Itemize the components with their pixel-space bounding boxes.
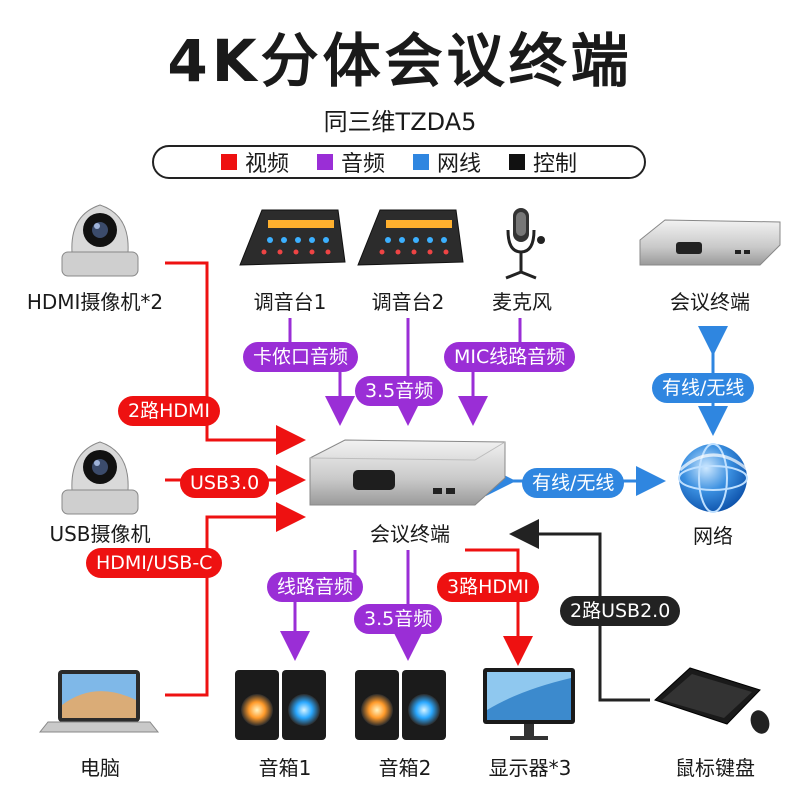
legend: 视频 音频 网线 控制 (152, 145, 646, 179)
mixer1-label: 调音台1 (253, 290, 327, 314)
remote-terminal-label: 会议终端 (670, 290, 750, 314)
link-3-5-audio-bottom: 3.5音频 (354, 604, 443, 634)
network-label: 网络 (693, 524, 733, 548)
legend-swatch-video (220, 154, 237, 170)
mixer2-label: 调音台2 (371, 290, 445, 314)
network-globe-icon (678, 443, 749, 513)
link-cannon-audio: 卡侬口音频 (243, 342, 359, 372)
monitor-label: 显示器*3 (488, 756, 572, 780)
page-title: 4K分体会议终端 (167, 27, 633, 95)
legend-label-video: 视频 (244, 152, 289, 177)
usb-camera-icon (61, 441, 139, 515)
legend-item-network: 网线 (413, 146, 481, 178)
mixer2-icon (357, 209, 464, 266)
legend-swatch-network (413, 154, 429, 170)
speaker1-icon (235, 670, 326, 740)
laptop-label: 电脑 (80, 756, 120, 780)
monitor-icon (483, 668, 575, 740)
link-wired-wireless-top: 有线/无线 (652, 373, 755, 403)
legend-item-video: 视频 (220, 146, 289, 178)
page-subtitle: 同三维TZDA5 (323, 108, 477, 136)
legend-label-control: 控制 (533, 152, 578, 177)
speaker1-label: 音箱1 (258, 756, 312, 780)
legend-swatch-control (509, 154, 526, 170)
keyboard-mouse-icon (654, 667, 770, 734)
hdmi-camera-icon (61, 204, 139, 277)
legend-label-network: 网线 (437, 152, 482, 177)
legend-item-control: 控制 (509, 146, 577, 178)
link-3-5-audio-top: 3.5音频 (355, 376, 444, 406)
link-3-hdmi: 3路HDMI (437, 572, 540, 602)
mixer1-icon (239, 209, 346, 266)
laptop-icon (38, 670, 160, 733)
center-terminal-icon (309, 439, 506, 506)
legend-item-audio: 音频 (316, 146, 385, 178)
keyboard-mouse-label: 鼠标键盘 (675, 756, 755, 780)
link-2-hdmi: 2路HDMI (118, 396, 221, 426)
link-line-audio: 线路音频 (267, 572, 364, 602)
link-hdmi-usbc: HDMI/USB-C (86, 548, 223, 578)
center-terminal-label: 会议终端 (370, 522, 450, 546)
link-wired-wireless-mid: 有线/无线 (522, 468, 625, 498)
hdmi-camera-label: HDMI摄像机*2 (26, 290, 164, 314)
microphone-icon (505, 208, 545, 280)
legend-label-audio: 音频 (340, 152, 385, 177)
link-usb3: USB3.0 (180, 468, 270, 498)
remote-terminal-icon (639, 219, 781, 266)
link-mic-line-audio: MIC线路音频 (444, 342, 576, 372)
link-2-usb2: 2路USB2.0 (560, 596, 681, 626)
speaker2-icon (355, 670, 446, 740)
usb-camera-label: USB摄像机 (49, 522, 151, 546)
legend-swatch-audio (316, 154, 333, 170)
speaker2-label: 音箱2 (378, 756, 432, 780)
microphone-label: 麦克风 (492, 290, 552, 314)
